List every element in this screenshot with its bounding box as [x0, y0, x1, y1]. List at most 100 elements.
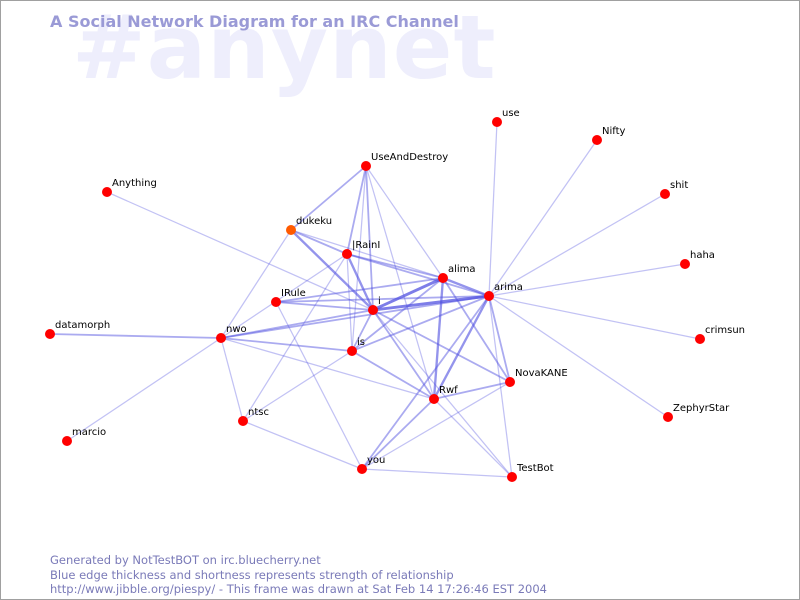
edge-arima-Rwf — [432, 294, 491, 401]
edge-nwo-datamorph — [49, 333, 222, 339]
edge-nwo-marcio — [66, 337, 222, 442]
edge-alima-is — [351, 277, 444, 352]
node-Rwf: Rwf — [429, 385, 458, 404]
node-label-ZephyrStar: ZephyrStar — [673, 403, 730, 414]
node-label-IRainI: |RainI — [352, 240, 380, 251]
node-label-is: is — [357, 337, 365, 348]
edge-arima-shit — [488, 193, 666, 297]
node-ZephyrStar: ZephyrStar — [663, 403, 730, 422]
node-use: use — [492, 108, 520, 127]
node-dot-UseAndDestroy — [361, 161, 371, 171]
edge-UseAndDestroy-dukeku — [290, 165, 367, 231]
node-label-haha: haha — [690, 250, 715, 261]
node-dot-IRule — [271, 297, 281, 307]
node-label-you: you — [367, 455, 385, 466]
edge-layer — [49, 121, 701, 478]
node-label-TestBot: TestBot — [516, 463, 554, 474]
edge-alima-dukeku — [290, 229, 444, 279]
node-ntsc: ntsc — [238, 407, 269, 426]
edge-arima-alima — [441, 276, 491, 298]
node-label-crimsun: crimsun — [705, 325, 745, 336]
edge-nwo-Rwf — [220, 337, 435, 400]
edge-nwo-ntsc — [220, 337, 244, 422]
edge-IRainI-ntsc — [242, 253, 348, 422]
node-Anything: Anything — [102, 178, 157, 197]
edge-i-UseAndDestroy — [365, 165, 374, 311]
node-label-use: use — [502, 108, 520, 119]
edge-i-NovaKANE — [372, 309, 511, 383]
edge-IRainI-UseAndDestroy — [346, 165, 367, 255]
node-alima: alima — [438, 264, 476, 283]
edge-i-is — [351, 309, 374, 352]
edge-i-dukeku — [289, 228, 375, 312]
node-dot-arima — [484, 291, 494, 301]
node-dot-nwo — [216, 333, 226, 343]
edge-alima-Rwf — [432, 276, 445, 401]
edge-arima-i — [371, 294, 491, 312]
edge-i-IRainI — [345, 252, 375, 312]
node-dot-ZephyrStar — [663, 412, 673, 422]
node-datamorph: datamorph — [45, 320, 110, 339]
node-label-IRule: IRule — [281, 288, 306, 299]
node-dot-Rwf — [429, 394, 439, 404]
diagram-title: A Social Network Diagram for an IRC Chan… — [50, 12, 459, 31]
node-dot-Nifty — [592, 135, 602, 145]
edge-arima-IRule — [275, 295, 490, 303]
node-label-marcio: marcio — [72, 427, 106, 438]
node-label-alima: alima — [448, 264, 476, 275]
edge-alima-UseAndDestroy — [365, 165, 444, 279]
node-TestBot: TestBot — [507, 463, 554, 482]
node-dot-TestBot — [507, 472, 517, 482]
node-dot-dukeku — [286, 225, 296, 235]
edge-arima-ZephyrStar — [488, 295, 669, 418]
edge-arima-haha — [488, 263, 686, 297]
edge-arima-Nifty — [488, 139, 598, 297]
node-dot-use — [492, 117, 502, 127]
edge-ntsc-you — [242, 420, 363, 470]
edge-arima-use — [488, 121, 498, 297]
node-label-NovaKANE: NovaKANE — [515, 368, 568, 379]
node-label-datamorph: datamorph — [55, 320, 110, 331]
edge-Rwf-you — [361, 398, 435, 470]
edge-nwo-is — [220, 337, 353, 352]
node-shit: shit — [660, 180, 688, 199]
node-marcio: marcio — [62, 427, 106, 446]
footer: Generated by NotTestBOT on irc.bluecherr… — [50, 553, 547, 597]
edge-IRule-you — [275, 301, 363, 470]
edge-Rwf-NovaKANE — [433, 381, 511, 400]
node-dot-haha — [680, 259, 690, 269]
footer-legend: Blue edge thickness and shortness repres… — [50, 567, 454, 582]
node-dot-IRainI — [342, 249, 352, 259]
edge-you-TestBot — [361, 468, 513, 478]
node-haha: haha — [680, 250, 715, 269]
node-layer: useNiftyUseAndDestroyshitAnythingdukeku|… — [45, 108, 745, 482]
node-dukeku: dukeku — [286, 216, 332, 235]
node-NovaKANE: NovaKANE — [505, 368, 568, 387]
node-you: you — [357, 455, 385, 474]
edge-alima-i — [371, 276, 445, 312]
node-dot-i — [368, 305, 378, 315]
edge-Rwf-TestBot — [433, 398, 513, 478]
edge-is-ntsc — [242, 350, 353, 422]
edge-Anything-i — [106, 191, 374, 311]
edge-i-IRule — [275, 301, 374, 311]
node-dot-is — [347, 346, 357, 356]
edge-NovaKANE-you — [361, 381, 511, 470]
edge-i-TestBot — [372, 309, 513, 478]
footer-generated-by: Generated by NotTestBOT on irc.bluecherr… — [50, 553, 321, 567]
node-is: is — [347, 337, 365, 356]
edge-i-Rwf — [372, 309, 435, 400]
node-label-Nifty: Nifty — [602, 126, 626, 137]
node-i: i — [368, 296, 381, 315]
node-IRainI: |RainI — [342, 240, 380, 259]
edge-is-Rwf — [351, 350, 435, 400]
node-label-Rwf: Rwf — [439, 385, 458, 396]
edge-UseAndDestroy-is — [351, 165, 367, 352]
edge-arima-TestBot — [488, 295, 513, 478]
edge-IRainI-nwo — [220, 253, 348, 339]
node-arima: arima — [484, 282, 523, 301]
edge-i-nwo — [220, 309, 374, 339]
node-label-Anything: Anything — [112, 178, 157, 189]
node-dot-shit — [660, 189, 670, 199]
